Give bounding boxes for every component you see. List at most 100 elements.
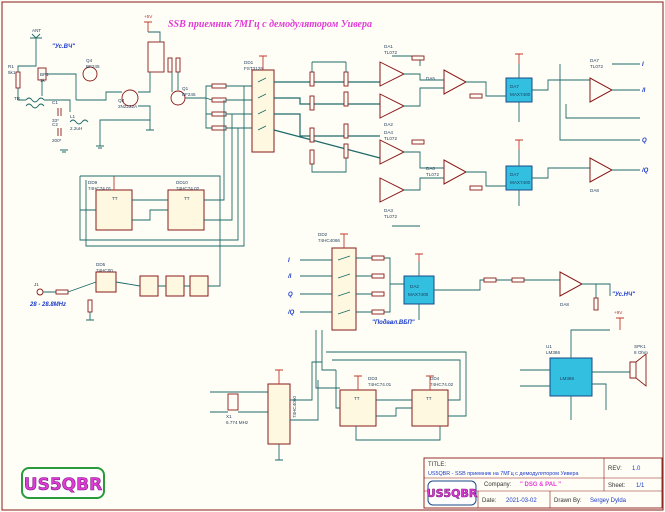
resistor-r43 <box>371 255 385 261</box>
da8-top-value: TL072 <box>590 64 603 69</box>
tb-date-label: Date: <box>482 498 497 504</box>
chip-dd2 <box>331 247 357 331</box>
tb-rev-label: REV: <box>608 466 622 472</box>
l1-value: 2.2uH <box>70 126 82 131</box>
dd5-value: 74HC00 <box>96 268 113 273</box>
chip-74hc4060 <box>267 383 291 445</box>
opamp-wires <box>392 55 444 227</box>
brand-logo: US5QBR <box>21 467 105 499</box>
c2-label: C2 <box>52 122 58 127</box>
dd1-switches <box>257 77 267 131</box>
bp1-label: BP1 <box>40 72 49 77</box>
chip-lm386 <box>549 357 593 397</box>
filter2-section: DA2 MAX7400 <box>403 253 560 320</box>
da2b-value: MAX7400 <box>408 292 429 297</box>
tb-title-value: US5QBR - SSB приемник на 7МГц с демодуля… <box>428 471 579 477</box>
gate-dd5-c <box>165 275 185 297</box>
dd9-tt: TT <box>112 196 118 201</box>
vcc9-audio <box>616 317 624 330</box>
speaker-spk1 <box>629 353 647 387</box>
opamp-da8-bottom <box>589 157 614 183</box>
tb-logo: US5QBR <box>427 487 478 500</box>
gate-dd5-d <box>189 275 209 297</box>
q4-label: Q4 <box>86 58 93 63</box>
dd5-label: DD5 <box>96 262 106 267</box>
da8-top-label: DA7 <box>590 58 599 63</box>
transistor-q4 <box>82 66 98 82</box>
filter-wires <box>518 64 590 206</box>
output-section: DA7 TL072 DA8 I /I Q /Q <box>559 58 649 193</box>
ground-symbols <box>60 120 154 153</box>
tb-date-value: 2021-03-02 <box>506 498 537 504</box>
vcc-dd3-dd4 <box>354 375 434 390</box>
resistor-r46 <box>371 273 385 279</box>
switch-wires <box>300 257 404 313</box>
chip-da7-bottom <box>505 165 533 191</box>
mixer-output-wires <box>273 81 381 159</box>
rc-wires <box>311 61 347 173</box>
dd2-label: DD2 <box>318 232 328 237</box>
opamp-da8-audio <box>559 271 584 297</box>
bp1-value: 1k <box>40 78 46 83</box>
resistor-r47 <box>371 291 385 297</box>
port-ni-right: /I <box>641 88 646 94</box>
resistor-r26 <box>411 55 425 61</box>
dd3-value: 74HC74.01 <box>368 382 392 387</box>
da8-audio-label: DA8 <box>560 302 569 307</box>
spk-label: SPK1 <box>634 344 646 349</box>
da6-value: TL072 <box>426 172 439 177</box>
chip-dd4 <box>411 389 449 427</box>
audio-amp-section: LM386 U1 LM386 SPK1 8 Ohm +9V <box>520 310 648 420</box>
tb-sheet-value: 1/1 <box>636 483 645 489</box>
lo-wires <box>43 175 221 321</box>
gate-dd5-b <box>139 275 159 297</box>
tb-drawn-label: Drawn By: <box>554 498 582 504</box>
freq-range-label: 28 - 28.8MHz <box>29 302 66 308</box>
cap-c14 <box>309 127 315 143</box>
port-nq-left: /Q <box>287 310 295 316</box>
title-block: TITLE: US5QBR - SSB приемник на 7МГц с д… <box>423 457 663 509</box>
divider-section: TT DD9 74HC74.01 TT DD10 74HC74.02 <box>79 86 245 247</box>
resistor-rp1 <box>593 297 599 311</box>
da8-bottom-label: DA8 <box>590 188 599 193</box>
vcc-4060 <box>275 369 283 384</box>
c1-label: C1 <box>52 100 58 105</box>
q3-value: 2N2222A <box>118 104 138 109</box>
mixer-input-wires <box>202 85 252 129</box>
ant-label: ANT <box>32 28 41 33</box>
us-vch-label: "Ус.ВЧ" <box>52 44 75 50</box>
transformer-tr <box>25 97 45 109</box>
lm386-label: LM386 <box>560 376 574 381</box>
clock-section: X1 6.774 MHz 74HC4060 TT DD3 74HC74.01 T… <box>210 351 467 461</box>
resistor-r31 <box>469 185 483 191</box>
da3-value: TL072 <box>384 214 397 219</box>
dd10-label: DD10 <box>176 180 188 185</box>
opamp-da6 <box>443 159 468 185</box>
da3-label: DA3 <box>384 208 393 213</box>
resistor-r22 <box>167 57 173 73</box>
opamp-da8-top <box>589 77 614 103</box>
resistor-r17 <box>343 91 349 107</box>
podavl-label: "Подавл.ВБП" <box>372 320 415 326</box>
dd3-tt: TT <box>354 396 360 401</box>
tr-label: TR <box>14 96 21 101</box>
x1-label: X1 <box>226 414 232 419</box>
schematic-title: SSB приемник 7МГц с демодулятором Уивера <box>168 19 372 30</box>
inductor-l1 <box>69 119 89 125</box>
oscillator-tank <box>147 41 165 73</box>
u1-label: U1 <box>546 344 552 349</box>
dd4-tt: TT <box>426 396 432 401</box>
dd1-label: DD1 <box>244 60 254 65</box>
port-q-right: Q <box>642 138 647 144</box>
spk-value: 8 Ohm <box>634 350 648 355</box>
cap-c46 <box>55 289 69 295</box>
c2-value: 200* <box>52 138 62 143</box>
u1-value: LM386 <box>546 350 560 355</box>
cap-c13 <box>309 95 315 111</box>
opamp-da4 <box>379 139 406 165</box>
clock-wires <box>210 361 322 461</box>
rf-input-wires <box>17 60 77 112</box>
